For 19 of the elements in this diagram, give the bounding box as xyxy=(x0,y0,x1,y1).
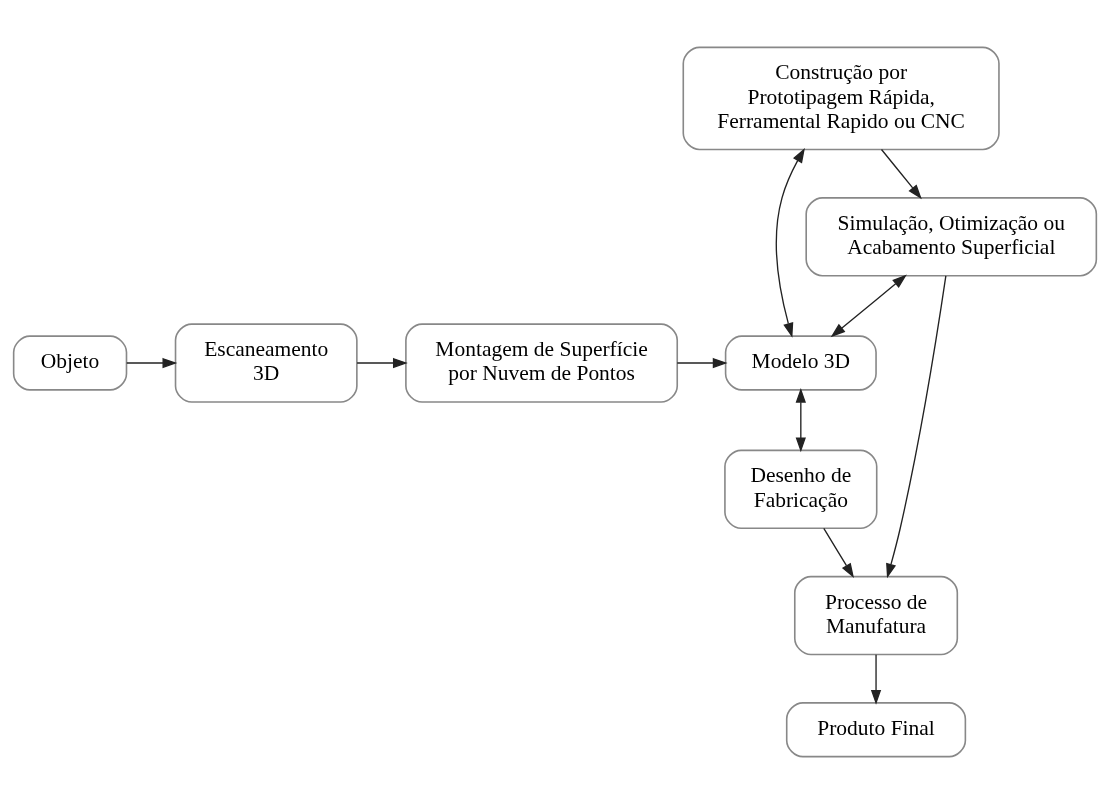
arrow xyxy=(795,387,806,452)
node-box: Produto Final xyxy=(785,701,967,757)
arrow xyxy=(823,527,854,578)
arrow xyxy=(775,147,805,338)
node-box: Simulação, Otimização ou Acabamento Superficial xyxy=(805,196,1098,277)
arrow xyxy=(870,653,882,705)
node-box: Processo de Manufatura xyxy=(793,575,959,655)
node-box: Construção por Prototipagem Rápida, Ferramental Rapido ou CNC xyxy=(682,46,1000,150)
node-box: Desenho de Fabricação xyxy=(724,449,878,529)
arrow xyxy=(676,357,728,368)
arrow xyxy=(830,274,907,337)
arrow xyxy=(886,274,947,578)
arrow xyxy=(356,357,408,368)
node-box: Objeto xyxy=(12,334,128,391)
node-box: Modelo 3D xyxy=(724,334,877,391)
arrow xyxy=(126,357,178,368)
arrow xyxy=(880,148,922,199)
node-box: Montagem de Superfície por Nuvem de Pontos xyxy=(405,322,679,403)
node-box: Escaneamento 3D xyxy=(174,322,358,403)
